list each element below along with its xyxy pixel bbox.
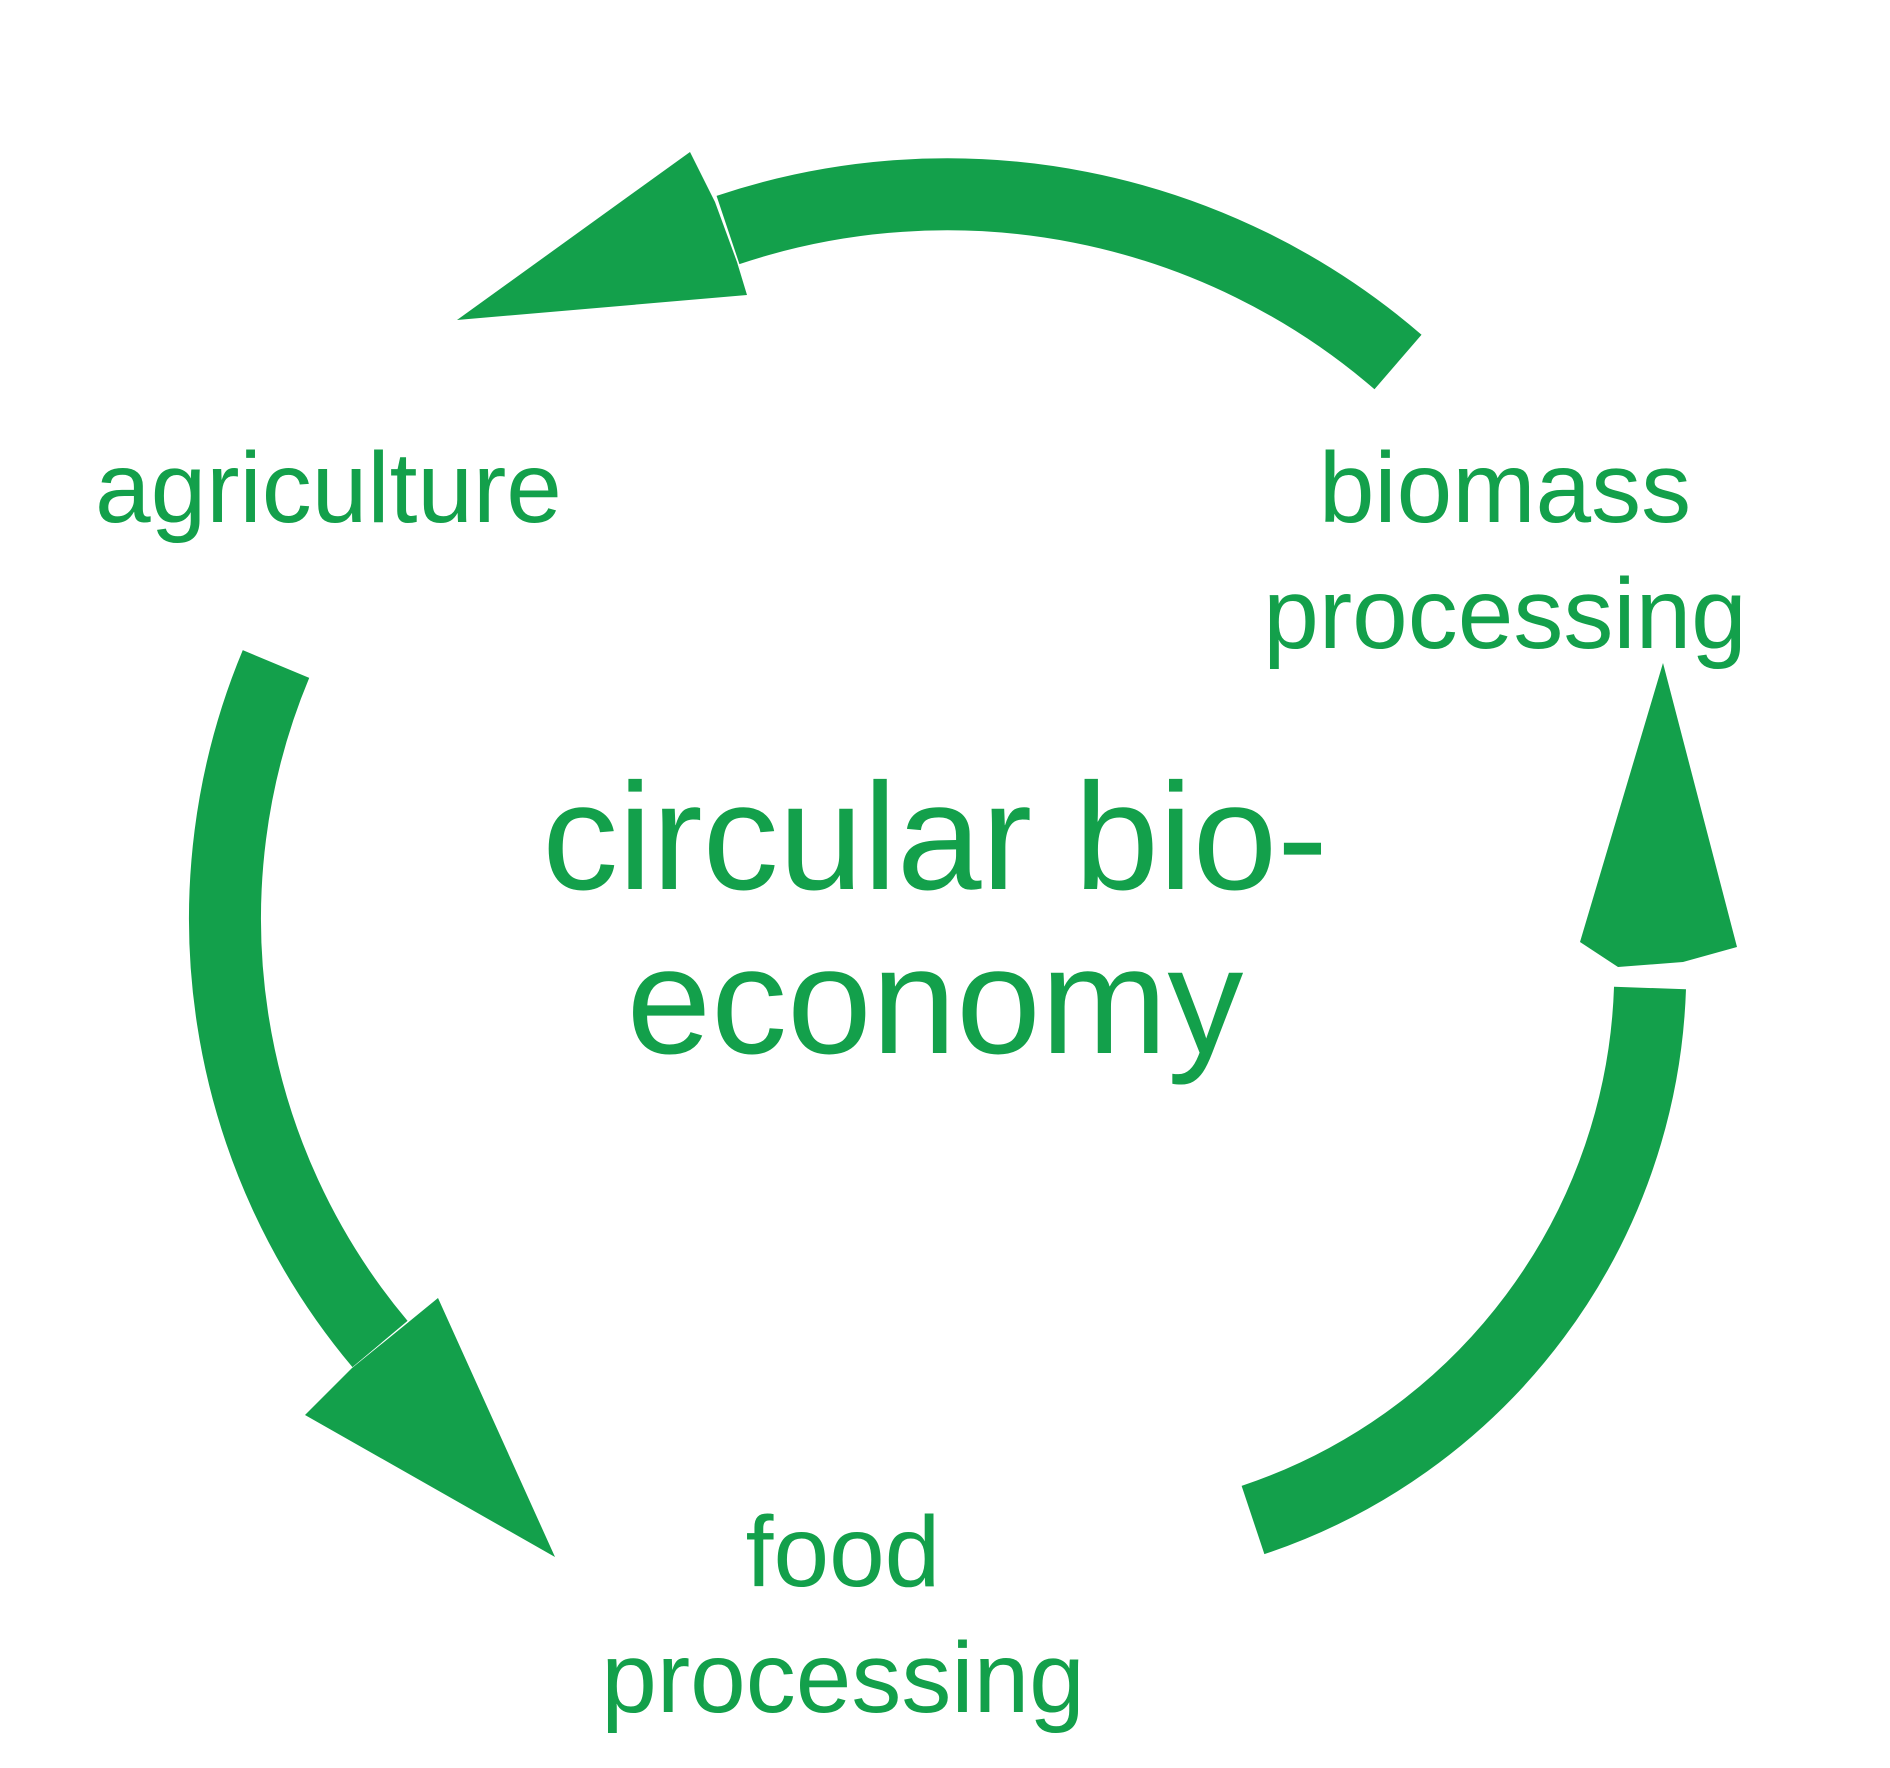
- arrow-food-to-biomass-shaft: [1241, 986, 1686, 1555]
- arrow-food-to-biomass: [1241, 663, 1737, 1555]
- title-line2: economy: [626, 916, 1244, 1086]
- food-line2: processing: [601, 1622, 1085, 1734]
- arrow-agriculture-to-food: [189, 650, 555, 1557]
- arrow-agriculture-to-food-head-icon: [305, 1298, 555, 1557]
- node-label-agriculture: agriculture: [95, 425, 562, 551]
- arrow-food-to-biomass-head-icon: [1580, 663, 1737, 967]
- arrow-agriculture-to-food-shaft: [189, 650, 408, 1368]
- arrow-biomass-to-agriculture-shaft: [716, 158, 1422, 390]
- node-label-food-processing: food processing: [601, 1489, 1085, 1741]
- arrow-biomass-to-agriculture-head-icon: [457, 152, 747, 320]
- agriculture-text: agriculture: [95, 432, 562, 544]
- node-label-biomass-processing: biomass processing: [1263, 425, 1747, 677]
- biomass-line2: processing: [1263, 558, 1747, 670]
- diagram-title: circular bio- economy: [542, 755, 1328, 1083]
- food-line1: food: [745, 1496, 941, 1608]
- biomass-line1: biomass: [1318, 432, 1692, 544]
- title-line1: circular bio-: [542, 752, 1328, 922]
- arrow-biomass-to-agriculture: [457, 152, 1422, 390]
